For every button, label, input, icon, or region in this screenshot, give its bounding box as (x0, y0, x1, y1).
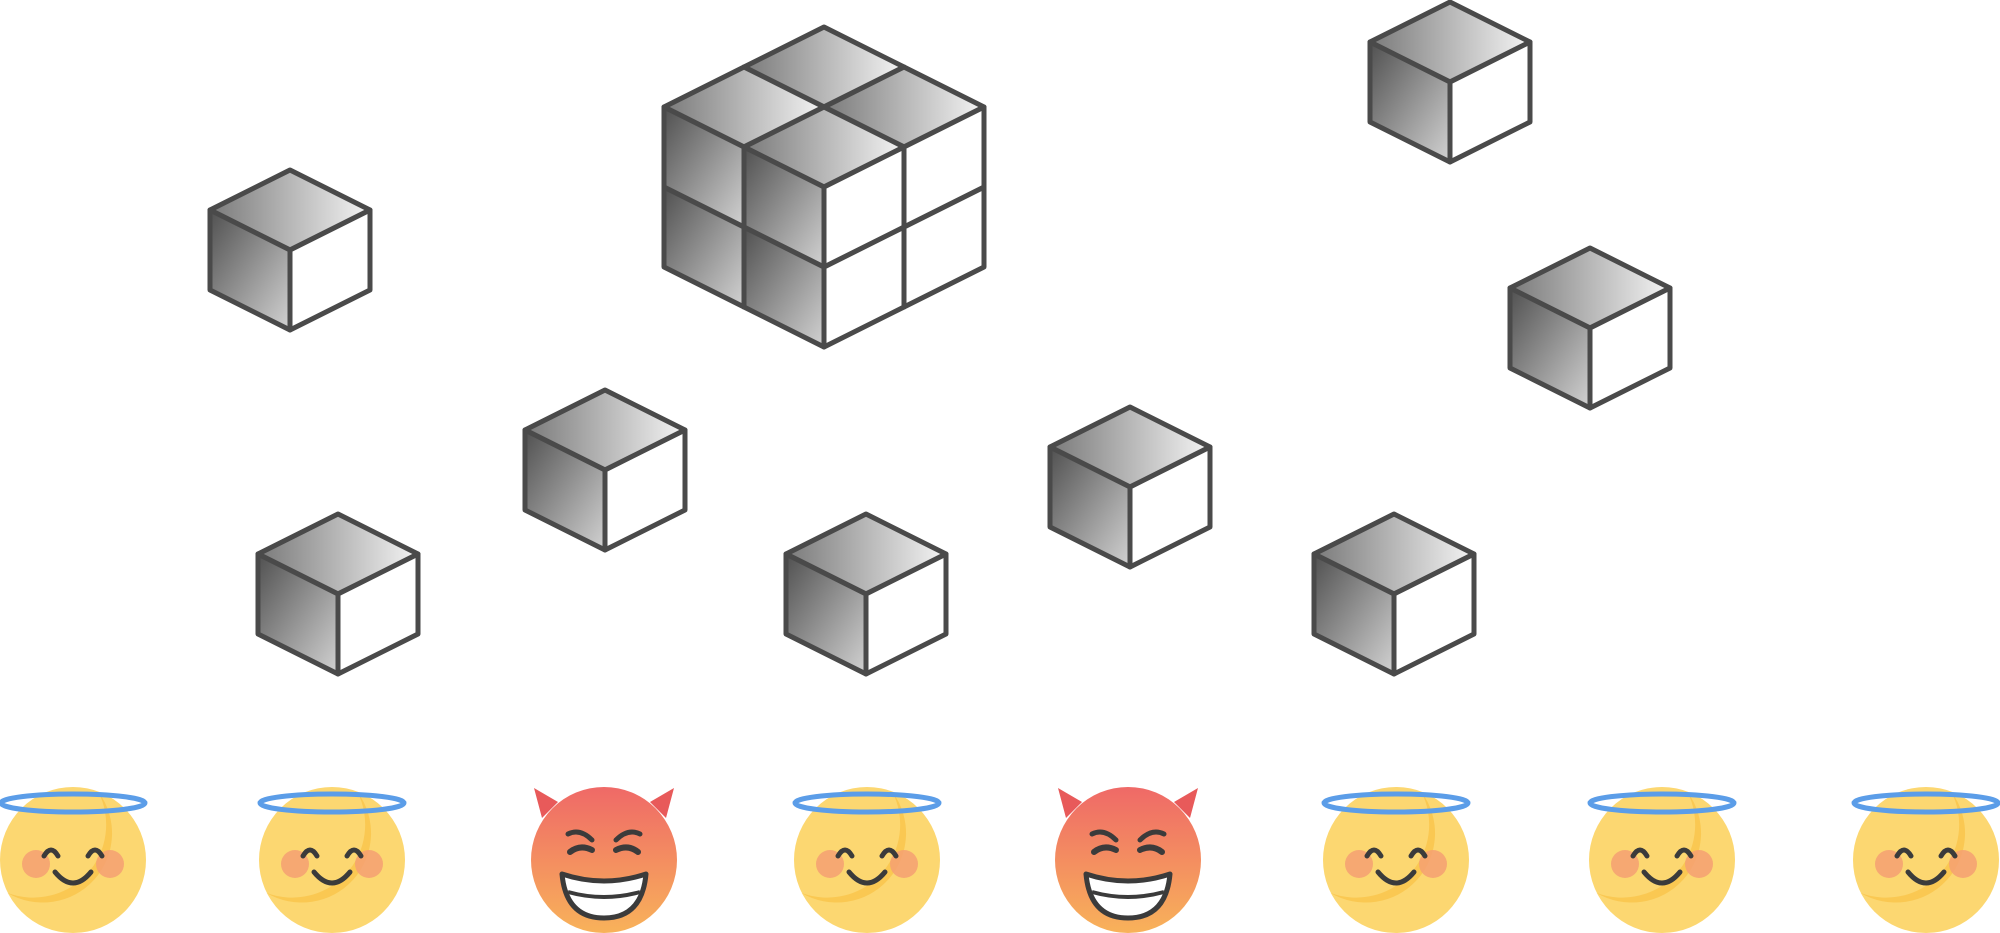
emoji-smile (311, 869, 353, 886)
emoji-eye (567, 844, 595, 855)
emoji-eye (1408, 847, 1428, 859)
angel-emoji-icon (792, 787, 942, 933)
devil-brow (565, 829, 595, 843)
halo-icon (1321, 791, 1471, 815)
cube (783, 511, 949, 677)
cube (255, 511, 421, 677)
devil-horn (1058, 788, 1082, 818)
emoji-eye (879, 847, 899, 859)
cube-right-face (1587, 285, 1673, 411)
cube (207, 167, 373, 333)
halo-icon (0, 791, 148, 815)
cube (1047, 404, 1213, 570)
emoji-eye (1091, 844, 1119, 855)
halo-icon (257, 791, 407, 815)
cube-right-face (602, 427, 688, 553)
emoji-eye (344, 847, 364, 859)
devil-horn (1174, 788, 1198, 818)
cube-right-face (287, 207, 373, 333)
devil-brow (613, 829, 643, 843)
halo-icon (1587, 791, 1737, 815)
angel-emoji-icon (257, 787, 407, 933)
angel-emoji-icon (0, 787, 148, 933)
emoji-eye (1364, 847, 1384, 859)
emoji-eye (835, 847, 855, 859)
emoji-eye (1894, 847, 1914, 859)
emoji-row (0, 787, 2000, 933)
emoji-eye (1630, 847, 1650, 859)
cube-right-face (863, 551, 949, 677)
devil-brow (1089, 829, 1119, 843)
cube (1311, 511, 1477, 677)
cube-right-face (335, 551, 421, 677)
devil-emoji-icon (1055, 787, 1201, 933)
halo-icon (1851, 791, 2000, 815)
angel-emoji-icon (1851, 787, 2000, 933)
cube-right-face (1447, 39, 1533, 165)
emoji-eye (1938, 847, 1958, 859)
cube (1507, 245, 1673, 411)
angel-emoji-icon (1587, 787, 1737, 933)
devil-emoji-icon (531, 787, 677, 933)
devil-horn (534, 788, 558, 818)
cube-right-face (821, 144, 907, 270)
emoji-smile (846, 869, 888, 886)
emoji-smile (52, 869, 94, 886)
devil-teeth (567, 890, 641, 899)
emoji-smile (1641, 869, 1683, 886)
cube-right-face (1127, 444, 1213, 570)
emoji-smile (1375, 869, 1417, 886)
cube-right-face (1391, 551, 1477, 677)
cube-stack (661, 24, 987, 350)
stack-cube (741, 104, 907, 270)
cube (1367, 0, 1533, 165)
emoji-smile (1905, 869, 1947, 886)
cube (522, 387, 688, 553)
devil-brow (1137, 829, 1167, 843)
emoji-eye (1674, 847, 1694, 859)
devil-teeth (1091, 890, 1165, 899)
emoji-eye (85, 847, 105, 859)
devil-horn (650, 788, 674, 818)
halo-icon (792, 791, 942, 815)
emoji-eye (1137, 844, 1165, 855)
emoji-eye (613, 844, 641, 855)
emoji-eye (41, 847, 61, 859)
emoji-eye (300, 847, 320, 859)
angel-emoji-icon (1321, 787, 1471, 933)
cube-layer (207, 0, 1673, 677)
